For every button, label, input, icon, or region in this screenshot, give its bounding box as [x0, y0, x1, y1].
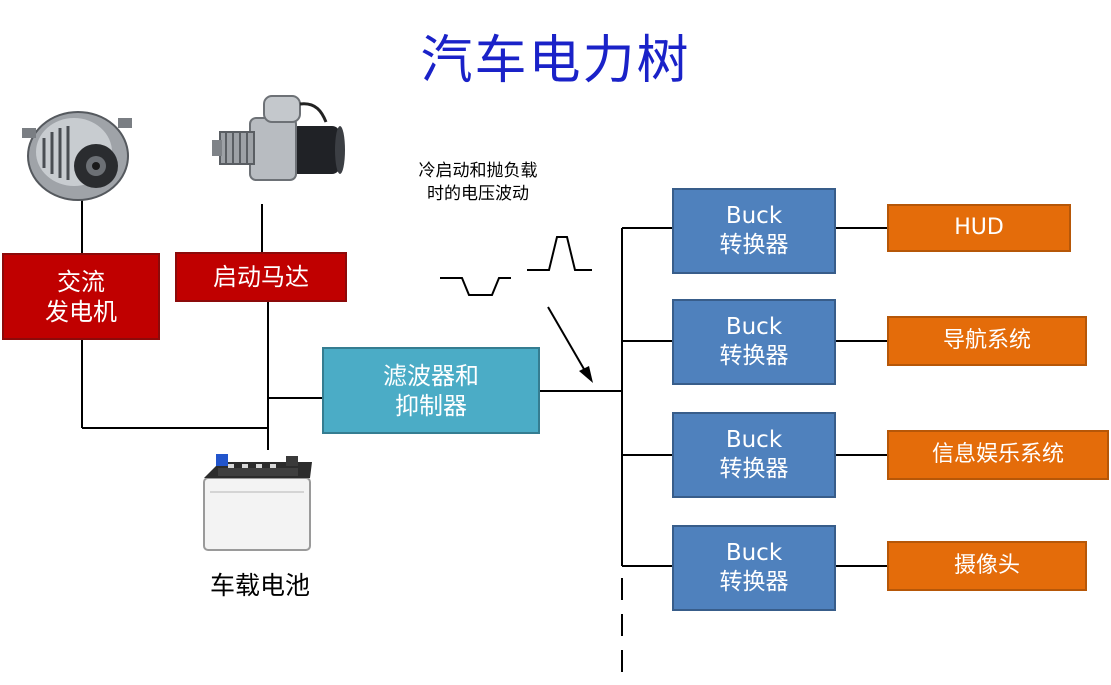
alternator-box: 交流 发电机	[2, 253, 160, 340]
starter-motor-box: 启动马达	[175, 252, 347, 302]
load-infotainment: 信息娱乐系统	[887, 430, 1109, 480]
voltage-dip-waveform	[440, 277, 511, 296]
buck-converter-1: Buck 转换器	[672, 188, 836, 274]
battery-icon	[203, 454, 312, 551]
starter-motor-icon	[212, 95, 345, 181]
arrow-line	[547, 306, 589, 377]
buck-converter-2: Buck 转换器	[672, 299, 836, 385]
load-navigation: 导航系统	[887, 316, 1087, 366]
load-hud: HUD	[887, 204, 1071, 252]
filter-suppressor-box: 滤波器和 抑制器	[322, 347, 540, 434]
buck-converter-4: Buck 转换器	[672, 525, 836, 611]
buck-converter-3: Buck 转换器	[672, 412, 836, 498]
voltage-fluctuation-note: 冷启动和抛负载 时的电压波动	[418, 161, 538, 204]
arrow-head	[579, 366, 593, 383]
battery-label: 车载电池	[209, 571, 310, 600]
page-title: 汽车电力树	[420, 31, 691, 91]
voltage-surge-waveform	[527, 236, 592, 271]
alternator-icon	[22, 111, 132, 201]
load-camera: 摄像头	[887, 541, 1087, 591]
